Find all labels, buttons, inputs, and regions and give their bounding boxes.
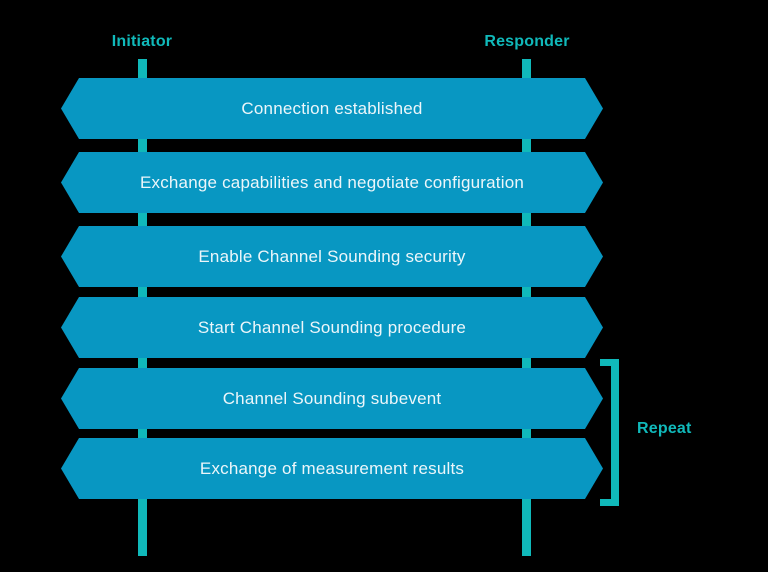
step-band-measurement-results: Exchange of measurement results [61,438,603,499]
repeat-bracket [611,359,619,506]
step-band-connection-established: Connection established [61,78,603,139]
actor-label-initiator: Initiator [111,33,173,50]
step-label: Exchange of measurement results [199,458,465,478]
step-label: Connection established [241,98,423,118]
step-label: Enable Channel Sounding security [198,246,466,266]
step-label: Channel Sounding subevent [222,388,442,408]
repeat-label: Repeat [637,420,692,437]
step-band-enable-security: Enable Channel Sounding security [61,226,603,287]
step-band-exchange-capabilities: Exchange capabilities and negotiate conf… [61,152,603,213]
repeat-bracket-top-arm [600,359,619,366]
repeat-bracket-bottom-arm [600,499,619,506]
step-label: Exchange capabilities and negotiate conf… [139,172,525,192]
step-band-subevent: Channel Sounding subevent [61,368,603,429]
step-label: Start Channel Sounding procedure [197,317,467,337]
actor-label-responder: Responder [484,33,570,50]
step-band-start-procedure: Start Channel Sounding procedure [61,297,603,358]
